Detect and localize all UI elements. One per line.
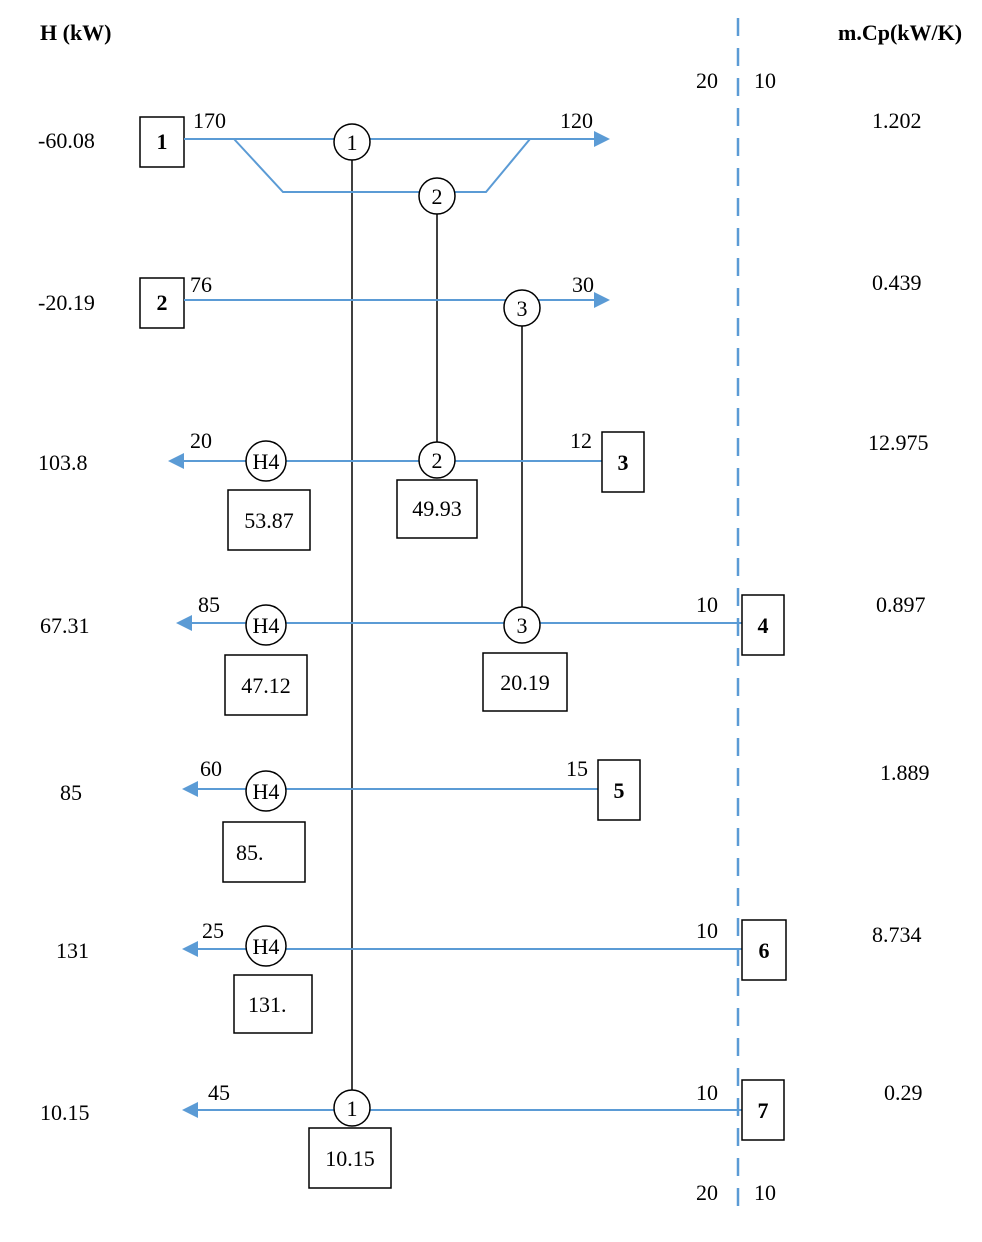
stream-6-mcp: 8.734 bbox=[872, 922, 922, 947]
stream-1-outlet-temp: 120 bbox=[560, 108, 593, 133]
stream-5-box bbox=[597, 759, 641, 821]
stream-7-h: 10.15 bbox=[40, 1100, 90, 1125]
stream-5-inlet-temp: 15 bbox=[566, 756, 588, 781]
stream-2-mcp: 0.439 bbox=[872, 270, 922, 295]
exchanger-1-label: 1 bbox=[347, 130, 358, 155]
stream-1-h: -60.08 bbox=[38, 128, 95, 153]
stream-1-inlet-temp: 170 bbox=[193, 108, 226, 133]
stream-7-arrow bbox=[182, 1102, 198, 1118]
pinch-bottom-left-temp: 20 bbox=[696, 1180, 718, 1205]
stream-1-box bbox=[139, 116, 185, 168]
exchanger-1-duty: 10.15 bbox=[325, 1146, 375, 1171]
stream-2-box bbox=[139, 277, 185, 329]
stream-7-outlet-temp: 45 bbox=[208, 1080, 230, 1105]
stream-3-h: 103.8 bbox=[38, 450, 88, 475]
exchanger-3-label-cold: 3 bbox=[517, 613, 528, 638]
heater-duty-stream-6: 131. bbox=[248, 992, 287, 1017]
heater-label-stream-4: H4 bbox=[253, 613, 280, 638]
exchanger-1-node bbox=[333, 123, 371, 161]
stream-1-mcp: 1.202 bbox=[872, 108, 922, 133]
stream-6-outlet-temp: 25 bbox=[202, 918, 224, 943]
heater-duty-box-stream-6 bbox=[233, 974, 313, 1034]
stream-7-box bbox=[741, 1079, 785, 1141]
stream-5-id: 5 bbox=[614, 778, 625, 803]
heater-duty-stream-4: 47.12 bbox=[241, 673, 291, 698]
exchanger-2-duty: 49.93 bbox=[412, 496, 462, 521]
stream-5-outlet-temp: 60 bbox=[200, 756, 222, 781]
pinch-top-left-temp: 20 bbox=[696, 68, 718, 93]
stream-1-split-branch bbox=[233, 138, 531, 193]
heater-duty-box-stream-5 bbox=[222, 821, 306, 883]
stream-4: 67.31 85 10 4 H4 47.12 3 20.19 0.897 bbox=[40, 592, 926, 716]
stream-1-id: 1 bbox=[157, 129, 168, 154]
exchanger-3-label: 3 bbox=[517, 296, 528, 321]
h-column-header: H (kW) bbox=[40, 20, 112, 45]
heater-duty-stream-3: 53.87 bbox=[244, 508, 294, 533]
stream-7: 10.15 45 10 7 1 10.15 0.29 bbox=[40, 1079, 923, 1189]
stream-4-arrow bbox=[176, 615, 192, 631]
exchanger-2-duty-box bbox=[396, 479, 478, 539]
stream-1-arrow bbox=[594, 131, 610, 147]
stream-3-outlet-temp: 20 bbox=[190, 428, 212, 453]
heater-duty-stream-5: 85. bbox=[236, 840, 264, 865]
stream-3: 103.8 20 12 3 H4 53.87 2 49.93 12.975 bbox=[38, 428, 929, 551]
stream-5-mcp: 1.889 bbox=[880, 760, 930, 785]
stream-7-mcp: 0.29 bbox=[884, 1080, 923, 1105]
stream-5-arrow bbox=[182, 781, 198, 797]
exchanger-2-node-cold bbox=[418, 441, 456, 479]
stream-2: -20.19 2 76 30 3 0.439 bbox=[38, 270, 922, 329]
heater-label-stream-5: H4 bbox=[253, 779, 280, 804]
exchanger-2-label-cold: 2 bbox=[432, 448, 443, 473]
heater-node-stream-3 bbox=[245, 440, 287, 482]
heater-node-stream-6 bbox=[245, 925, 287, 967]
stream-2-arrow bbox=[594, 292, 610, 308]
heater-duty-box-stream-4 bbox=[224, 654, 308, 716]
exchanger-2-node bbox=[418, 177, 456, 215]
exchanger-3-node-cold bbox=[503, 606, 541, 644]
stream-3-id: 3 bbox=[618, 450, 629, 475]
heater-label-stream-6: H4 bbox=[253, 934, 280, 959]
stream-4-inlet-temp: 10 bbox=[696, 592, 718, 617]
stream-4-box bbox=[741, 594, 785, 656]
exchanger-1-duty-box bbox=[308, 1127, 392, 1189]
pinch-top-right-temp: 10 bbox=[754, 68, 776, 93]
heater-node-stream-4 bbox=[245, 604, 287, 646]
stream-7-id: 7 bbox=[758, 1098, 769, 1123]
mcp-column-header: m.Cp(kW/K) bbox=[838, 20, 962, 45]
stream-6-inlet-temp: 10 bbox=[696, 918, 718, 943]
stream-3-inlet-temp: 12 bbox=[570, 428, 592, 453]
stream-2-outlet-temp: 30 bbox=[572, 272, 594, 297]
stream-6-box bbox=[741, 919, 787, 981]
stream-6-arrow bbox=[182, 941, 198, 957]
stream-7-inlet-temp: 10 bbox=[696, 1080, 718, 1105]
stream-6-id: 6 bbox=[759, 938, 770, 963]
stream-3-mcp: 12.975 bbox=[868, 430, 929, 455]
stream-6: 131 25 10 6 H4 131. 8.734 bbox=[56, 918, 922, 1034]
stream-5-h: 85 bbox=[60, 780, 82, 805]
exchanger-3-duty: 20.19 bbox=[500, 670, 550, 695]
stream-6-h: 131 bbox=[56, 938, 89, 963]
stream-2-h: -20.19 bbox=[38, 290, 95, 315]
stream-3-box bbox=[601, 431, 645, 493]
exchanger-1-label-cold: 1 bbox=[347, 1096, 358, 1121]
stream-2-id: 2 bbox=[157, 290, 168, 315]
exchanger-1-node-cold bbox=[333, 1089, 371, 1127]
stream-4-outlet-temp: 85 bbox=[198, 592, 220, 617]
stream-4-id: 4 bbox=[758, 613, 769, 638]
stream-2-inlet-temp: 76 bbox=[190, 272, 212, 297]
exchanger-3-duty-box bbox=[482, 652, 568, 712]
stream-4-mcp: 0.897 bbox=[876, 592, 926, 617]
stream-5: 85 60 15 5 H4 85. 1.889 bbox=[60, 756, 930, 883]
exchanger-3-node bbox=[503, 289, 541, 327]
stream-1: -60.08 1 170 120 1 2 1.202 bbox=[38, 108, 922, 215]
pinch-bottom-right-temp: 10 bbox=[754, 1180, 776, 1205]
heater-duty-box-stream-3 bbox=[227, 489, 311, 551]
exchanger-2-label: 2 bbox=[432, 184, 443, 209]
heater-label-stream-3: H4 bbox=[253, 449, 280, 474]
stream-4-h: 67.31 bbox=[40, 613, 90, 638]
heater-node-stream-5 bbox=[245, 770, 287, 812]
stream-3-arrow bbox=[168, 453, 184, 469]
